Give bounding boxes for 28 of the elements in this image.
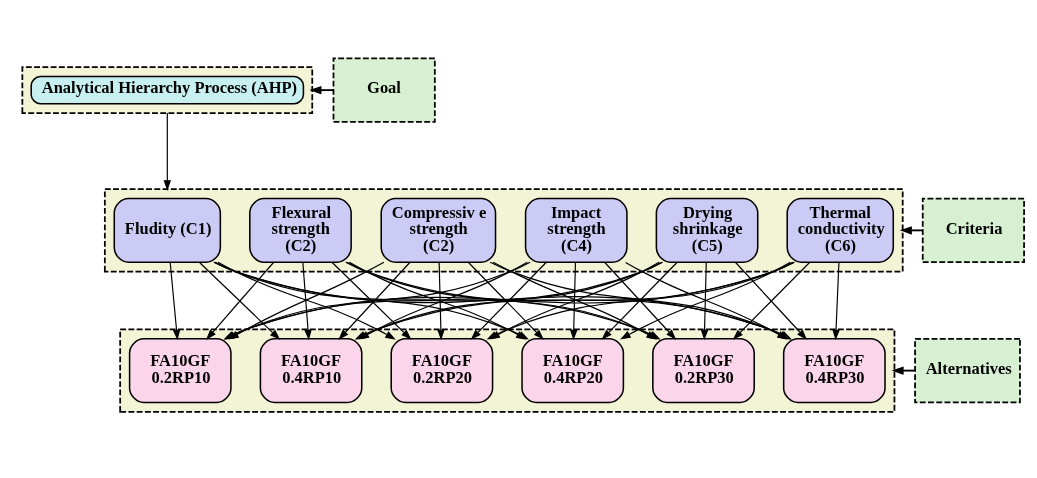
node-box: FA10GF 0.4RP30 bbox=[782, 337, 886, 403]
node-box: Drying shrinkage (C5) bbox=[655, 197, 759, 263]
arrow bbox=[899, 225, 924, 235]
node-box: Impact strength (C4) bbox=[524, 197, 628, 263]
cluster bbox=[103, 187, 904, 272]
node-box: FA10GF 0.4RP10 bbox=[259, 337, 363, 403]
arrow bbox=[309, 85, 335, 94]
node-box: Analytical Hierarchy Process (AHP) bbox=[30, 75, 305, 104]
node-box: Flexural strength (C2) bbox=[249, 197, 352, 263]
node-box: Thermal conductivity (C6) bbox=[786, 197, 895, 263]
arrow bbox=[700, 261, 709, 340]
arrow bbox=[437, 261, 445, 340]
node-box: FA10GF 0.2RP10 bbox=[128, 337, 232, 403]
arrow bbox=[570, 261, 578, 340]
arrow bbox=[163, 112, 172, 191]
arrow bbox=[832, 261, 840, 340]
node-box: Fludity (C1) bbox=[113, 197, 222, 263]
arrow bbox=[891, 365, 916, 375]
node-box: FA10GF 0.4RP20 bbox=[521, 337, 625, 403]
node-box: Alternatives bbox=[914, 337, 1021, 403]
arrow bbox=[302, 261, 312, 340]
node-box: Compressiv e strength (C2) bbox=[380, 197, 497, 263]
arrow bbox=[169, 261, 181, 340]
node-box: Criteria bbox=[921, 197, 1025, 263]
node-box: FA10GF 0.2RP20 bbox=[390, 337, 494, 403]
node-box: FA10GF 0.2RP30 bbox=[652, 337, 755, 403]
cluster bbox=[21, 65, 314, 114]
node-box: Goal bbox=[332, 56, 436, 123]
